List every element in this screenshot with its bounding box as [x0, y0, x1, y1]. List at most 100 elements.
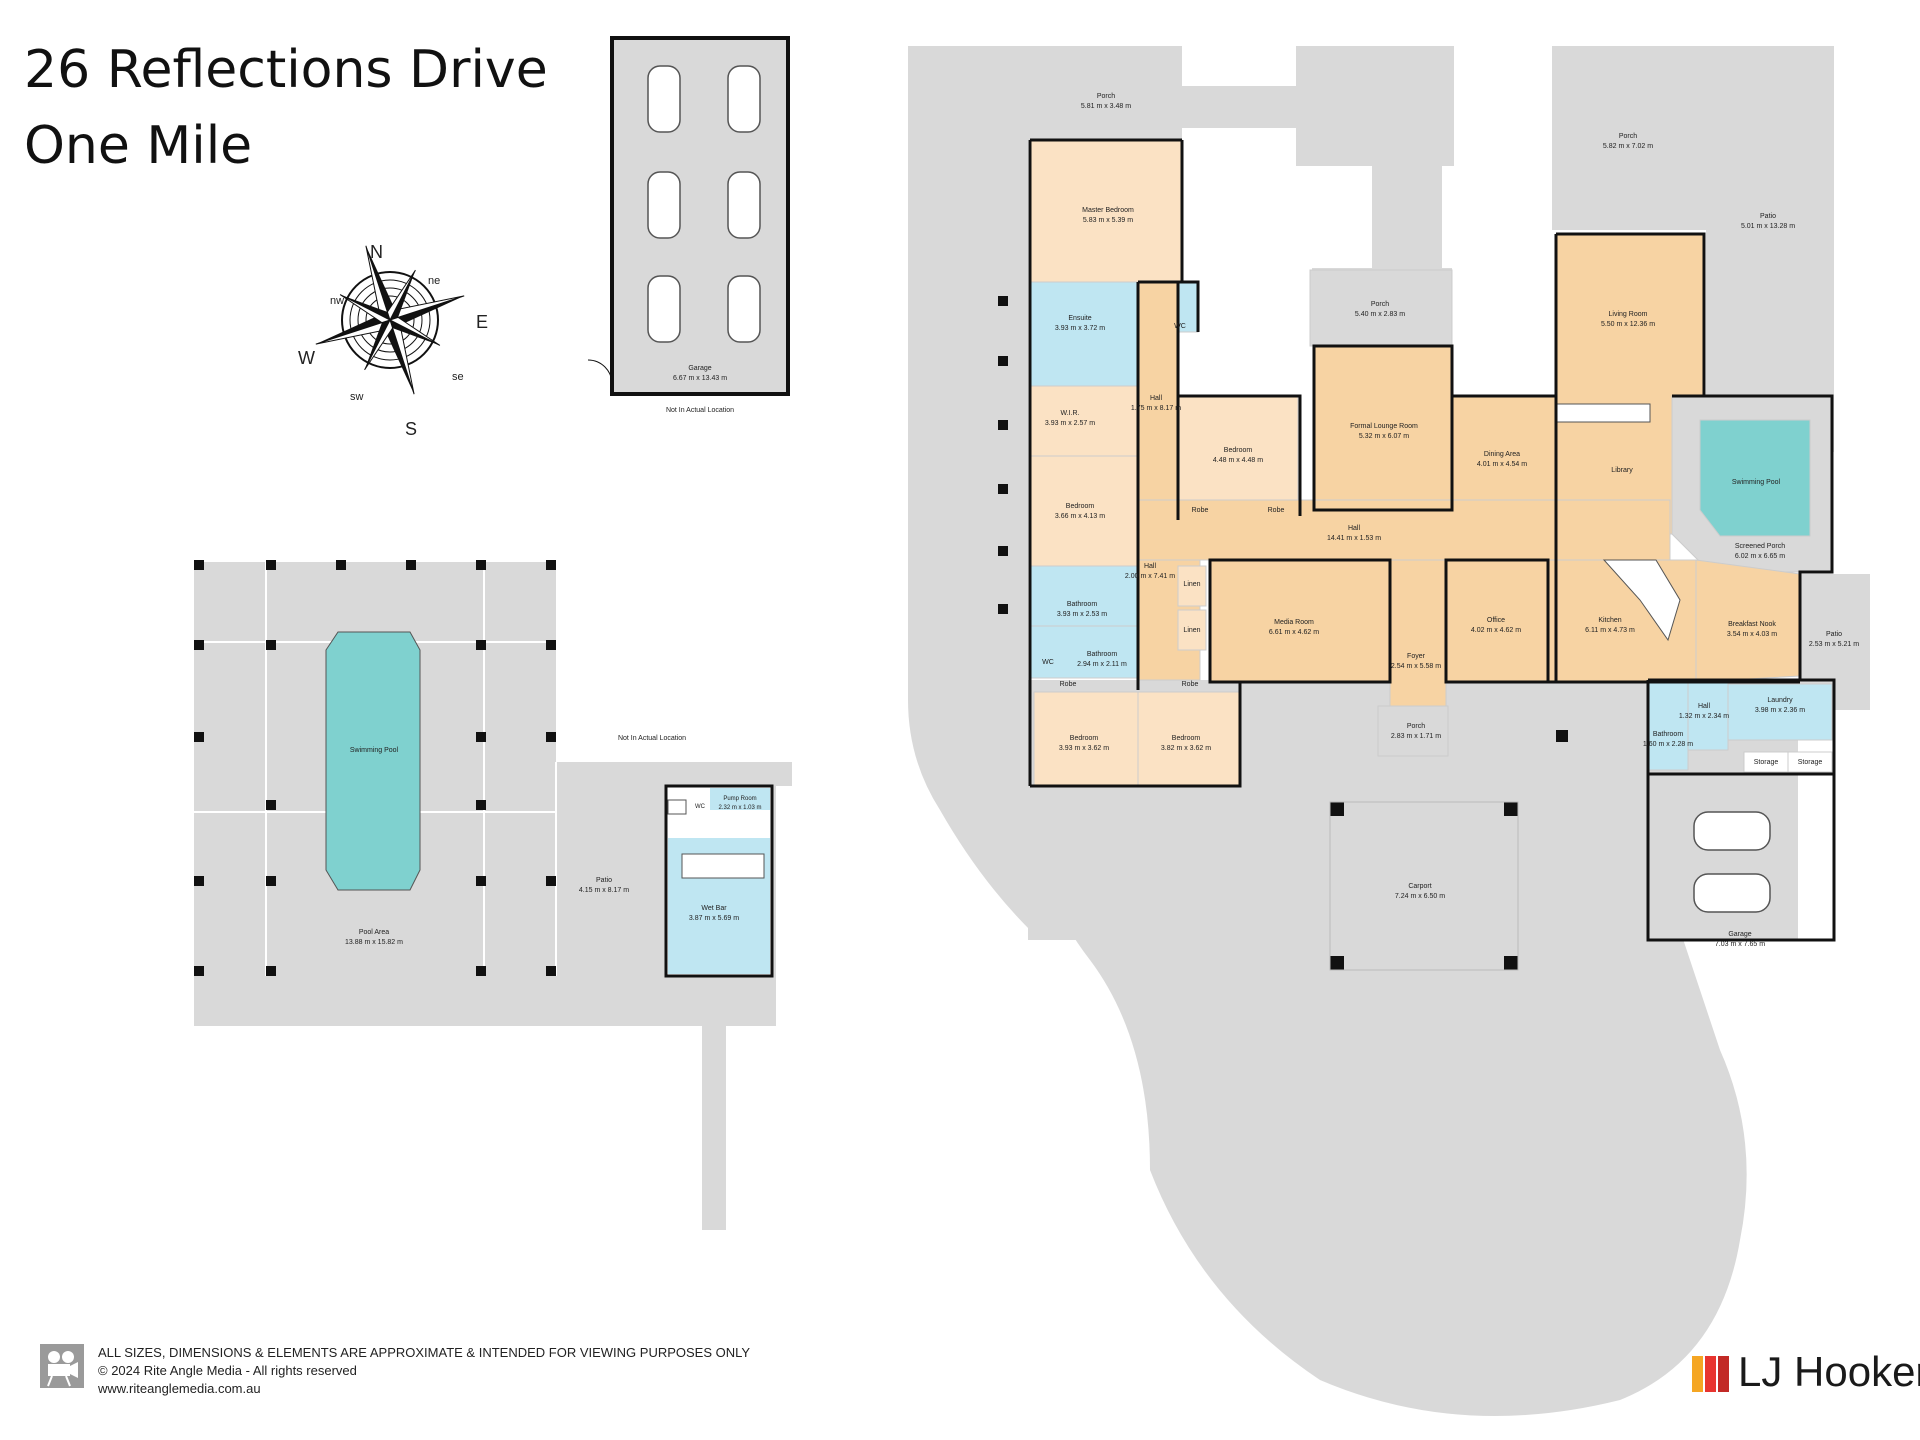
porch-mid-name: Porch — [1371, 301, 1389, 308]
copyright-line: © 2024 Rite Angle Media - All rights res… — [98, 1363, 357, 1378]
porch-master-dims: 5.81 m x 3.48 m — [1081, 103, 1131, 110]
wet-bar-name: Wet Bar — [701, 905, 727, 912]
master-bedroom-name: Master Bedroom — [1082, 207, 1134, 214]
compass-ne: ne — [428, 275, 440, 287]
wir-dims: 3.93 m x 2.57 m — [1045, 420, 1095, 427]
compass-n: N — [370, 242, 383, 262]
kitchen-dims: 6.11 m x 4.73 m — [1585, 627, 1635, 634]
garage-main-name: Garage — [1728, 931, 1751, 938]
bedroom4-name: Bedroom — [1070, 735, 1099, 742]
garage-car-icons — [1693, 811, 1771, 913]
kitchen-name: Kitchen — [1598, 617, 1621, 624]
pool-area-note: Not In Actual Location — [618, 735, 686, 742]
bedroom3-dims: 3.66 m x 4.13 m — [1055, 513, 1105, 520]
porch-front-dims: 2.83 m x 1.71 m — [1391, 733, 1441, 740]
bathroom3-name: Bathroom — [1653, 731, 1684, 738]
pump-room-name: Pump Room — [723, 796, 756, 802]
robe3-label: Robe — [1060, 681, 1077, 688]
screened-porch-dims: 6.02 m x 6.65 m — [1735, 553, 1785, 560]
linen1-label: Linen — [1183, 581, 1200, 588]
hall1-dims: 1.75 m x 8.17 m — [1131, 405, 1181, 412]
bedroom5-dims: 3.82 m x 3.62 m — [1161, 745, 1211, 752]
detached-garage-note: Not In Actual Location — [666, 407, 734, 414]
house-walls — [1028, 138, 1836, 942]
hall2-dims: 2.00 m x 7.41 m — [1125, 573, 1175, 580]
compass-se: se — [452, 371, 464, 383]
library-name: Library — [1611, 467, 1633, 474]
foyer-name: Foyer — [1407, 653, 1426, 660]
bathroom3-dims: 1.60 m x 2.28 m — [1643, 741, 1693, 748]
porch-right-name: Porch — [1619, 133, 1637, 140]
porch-front-name: Porch — [1407, 723, 1425, 730]
compass-s: S — [405, 419, 417, 439]
wir-name: W.I.R. — [1060, 410, 1079, 417]
laundry-dims: 3.98 m x 2.36 m — [1755, 707, 1805, 714]
bathroom1-name: Bathroom — [1067, 601, 1098, 608]
detached-garage: Garage 6.67 m x 13.43 m Not In Actual Lo… — [587, 36, 790, 414]
foyer-dims: 2.54 m x 5.58 m — [1391, 663, 1441, 670]
living-name: Living Room — [1609, 311, 1648, 318]
bathroom2-dims: 2.94 m x 2.11 m — [1077, 661, 1127, 668]
pool-area-name: Pool Area — [359, 929, 389, 936]
hall-main-name: Hall — [1348, 525, 1361, 532]
laundry-name: Laundry — [1767, 697, 1793, 704]
porch-master-name: Porch — [1097, 93, 1115, 100]
pool-area-plan: Swimming Pool Pool Area 13.88 m x 15.82 … — [194, 560, 792, 1230]
nook-dims: 3.54 m x 4.03 m — [1727, 631, 1777, 638]
lj-hooker-logo-icon — [1692, 1356, 1729, 1392]
robe2-label: Robe — [1268, 507, 1285, 514]
camera-icon — [40, 1344, 84, 1388]
ensuite-dims: 3.93 m x 3.72 m — [1055, 325, 1105, 332]
porch-mid-dims: 5.40 m x 2.83 m — [1355, 311, 1405, 318]
garage-main-dims: 7.03 m x 7.65 m — [1715, 941, 1765, 948]
compass-e: E — [476, 312, 488, 332]
carport-name: Carport — [1408, 883, 1431, 890]
hall1-name: Hall — [1150, 395, 1163, 402]
room-labels: Porch 5.81 m x 3.48 m Master Bedroom 5.8… — [1042, 93, 1859, 948]
robe4-label: Robe — [1182, 681, 1199, 688]
bathroom2-name: Bathroom — [1087, 651, 1118, 658]
office-name: Office — [1487, 617, 1505, 624]
pool-area-dims: 13.88 m x 15.82 m — [345, 939, 403, 946]
robe1-label: Robe — [1192, 507, 1209, 514]
carport-dims: 7.24 m x 6.50 m — [1395, 893, 1445, 900]
nook-name: Breakfast Nook — [1728, 621, 1776, 628]
storage2-label: Storage — [1798, 759, 1823, 766]
property-suburb: One Mile — [24, 116, 253, 176]
disclaimer: ALL SIZES, DIMENSIONS & ELEMENTS ARE APP… — [98, 1344, 750, 1398]
bedroom4-dims: 3.93 m x 3.62 m — [1059, 745, 1109, 752]
screened-porch-name: Screened Porch — [1735, 543, 1785, 550]
ensuite-name: Ensuite — [1068, 315, 1091, 322]
media-name: Media Room — [1274, 619, 1314, 626]
pool-label: Swimming Pool — [350, 747, 399, 754]
formal-lounge-name: Formal Lounge Room — [1350, 423, 1418, 430]
patio-right-name: Patio — [1760, 213, 1776, 220]
property-address: 26 Reflections Drive — [24, 40, 548, 100]
pool-patio-name: Patio — [596, 877, 612, 884]
detached-garage-dims: 6.67 m x 13.43 m — [673, 375, 727, 382]
car-icon — [1693, 811, 1771, 851]
dining-name: Dining Area — [1484, 451, 1520, 458]
carport-posts — [998, 296, 1568, 970]
car-icon — [647, 65, 681, 133]
patio-small-dims: 2.53 m x 5.21 m — [1809, 641, 1859, 648]
patio-right-dims: 5.01 m x 13.28 m — [1741, 223, 1795, 230]
car-icons — [647, 65, 761, 343]
pump-room-dims: 2.32 m x 1.03 m — [718, 805, 761, 811]
patio-small-name: Patio — [1826, 631, 1842, 638]
car-icon — [727, 65, 761, 133]
bedroom2-name: Bedroom — [1224, 447, 1253, 454]
website-link[interactable]: www.riteanglemedia.com.au — [98, 1381, 261, 1396]
car-icon — [1693, 873, 1771, 913]
compass-w: W — [298, 348, 315, 368]
hall3-dims: 1.32 m x 2.34 m — [1679, 713, 1729, 720]
car-icon — [727, 275, 761, 343]
car-icon — [647, 171, 681, 239]
compass-sw: sw — [350, 391, 364, 403]
hall2-name: Hall — [1144, 563, 1157, 570]
bathroom1-dims: 3.93 m x 2.53 m — [1057, 611, 1107, 618]
living-dims: 5.50 m x 12.36 m — [1601, 321, 1655, 328]
car-icon — [727, 171, 761, 239]
detached-garage-name: Garage — [688, 365, 711, 372]
